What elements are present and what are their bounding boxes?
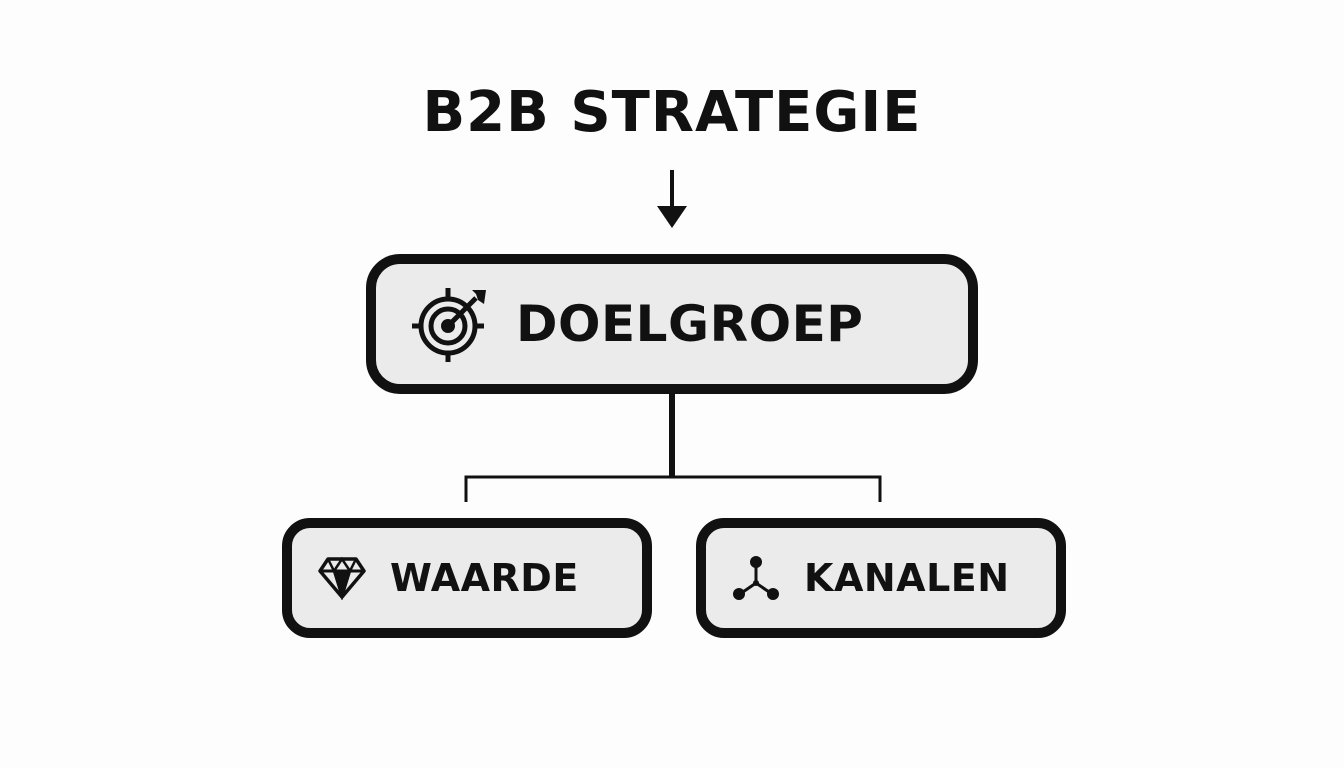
waarde-label: WAARDE xyxy=(390,556,579,600)
branch-bracket xyxy=(464,475,882,502)
doelgroep-node[interactable]: DOELGROEP xyxy=(366,254,978,394)
doelgroep-label: DOELGROEP xyxy=(516,295,864,353)
target-arrow-icon xyxy=(412,286,488,362)
waarde-node[interactable]: WAARDE xyxy=(282,518,652,638)
diamond-icon xyxy=(318,556,366,602)
kanalen-node[interactable]: KANALEN xyxy=(696,518,1066,638)
arrow-down xyxy=(657,170,687,228)
diagram-title: B2B STRATEGIE xyxy=(422,80,922,145)
network-icon xyxy=(732,554,780,602)
kanalen-label: KANALEN xyxy=(804,556,1010,600)
